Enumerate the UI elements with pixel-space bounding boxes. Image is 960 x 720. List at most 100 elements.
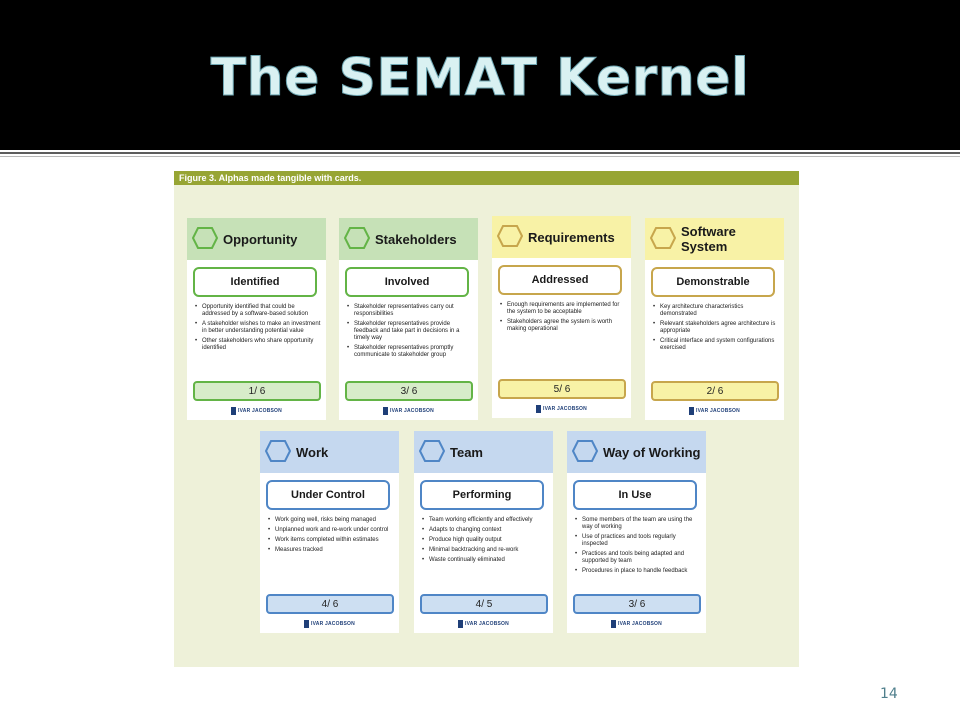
card-header: Work	[260, 431, 399, 473]
checklist-item: Relevant stakeholders agree architecture…	[653, 321, 779, 335]
alpha-card: Software SystemDemonstrableKey architect…	[645, 218, 784, 420]
card-progress: 3/ 6	[573, 594, 701, 614]
checklist-item: Stakeholder representatives promptly com…	[347, 345, 473, 359]
checklist-item: Produce high quality output	[422, 537, 548, 544]
checklist-item: Critical interface and system configurat…	[653, 338, 779, 352]
checklist-item: Minimal backtracking and re-work	[422, 547, 548, 554]
divider-line-thin	[0, 156, 960, 157]
card-checklist: Key architecture characteristics demonst…	[653, 304, 779, 355]
card-state: Performing	[420, 480, 544, 510]
ivar-jacobson-logo: IVAR JACOBSON	[567, 618, 706, 630]
checklist-item: Measures tracked	[268, 547, 394, 554]
logo-text: IVAR JACOBSON	[238, 408, 282, 414]
alpha-card: StakeholdersInvolvedStakeholder represen…	[339, 218, 478, 420]
logo-mark-icon	[458, 620, 464, 628]
logo-text: IVAR JACOBSON	[543, 406, 587, 412]
title-bar: The SEMAT Kernel	[0, 0, 960, 150]
checklist-item: Work going well, risks being managed	[268, 517, 394, 524]
logo-text: IVAR JACOBSON	[618, 621, 662, 627]
logo-mark-icon	[611, 620, 617, 628]
checklist-item: Stakeholders agree the system is worth m…	[500, 319, 626, 333]
alpha-card: Way of Working In UseSome members of the …	[567, 431, 706, 633]
alpha-card: RequirementsAddressedEnough requirements…	[492, 216, 631, 418]
checklist-item: Procedures in place to handle feedback	[575, 568, 701, 575]
card-checklist: Opportunity identified that could be add…	[195, 304, 321, 355]
ivar-jacobson-logo: IVAR JACOBSON	[339, 405, 478, 417]
alpha-icon	[497, 225, 523, 247]
card-state: Identified	[193, 267, 317, 297]
checklist-item: Use of practices and tools regularly ins…	[575, 534, 701, 548]
logo-text: IVAR JACOBSON	[696, 408, 740, 414]
card-checklist: Work going well, risks being managedUnpl…	[268, 517, 394, 557]
card-header: Way of Working	[567, 431, 706, 473]
alpha-card: TeamPerformingTeam working efficiently a…	[414, 431, 553, 633]
checklist-item: Unplanned work and re-work under control	[268, 527, 394, 534]
slide-title: The SEMAT Kernel	[210, 48, 750, 109]
card-title: Team	[450, 444, 483, 460]
alpha-icon	[344, 227, 370, 249]
alpha-icon	[265, 440, 291, 462]
checklist-item: Key architecture characteristics demonst…	[653, 304, 779, 318]
alpha-icon	[572, 440, 598, 462]
alpha-icon	[419, 440, 445, 462]
figure-alpha-cards: Figure 3. Alphas made tangible with card…	[174, 171, 799, 667]
alpha-icon	[192, 227, 218, 249]
checklist-item: Work items completed within estimates	[268, 537, 394, 544]
card-checklist: Enough requirements are implemented for …	[500, 302, 626, 336]
card-progress: 3/ 6	[345, 381, 473, 401]
logo-text: IVAR JACOBSON	[311, 621, 355, 627]
ivar-jacobson-logo: IVAR JACOBSON	[187, 405, 326, 417]
ivar-jacobson-logo: IVAR JACOBSON	[260, 618, 399, 630]
card-state: Involved	[345, 267, 469, 297]
logo-mark-icon	[383, 407, 389, 415]
ivar-jacobson-logo: IVAR JACOBSON	[414, 618, 553, 630]
checklist-item: A stakeholder wishes to make an investme…	[195, 321, 321, 335]
checklist-item: Enough requirements are implemented for …	[500, 302, 626, 316]
card-progress: 1/ 6	[193, 381, 321, 401]
card-title: Requirements	[528, 229, 615, 245]
checklist-item: Waste continually eliminated	[422, 557, 548, 564]
card-header: Team	[414, 431, 553, 473]
checklist-item: Stakeholder representatives carry out re…	[347, 304, 473, 318]
ivar-jacobson-logo: IVAR JACOBSON	[492, 403, 631, 415]
card-progress: 4/ 5	[420, 594, 548, 614]
card-state: Under Control	[266, 480, 390, 510]
card-title: Work	[296, 444, 329, 460]
card-progress: 4/ 6	[266, 594, 394, 614]
checklist-item: Opportunity identified that could be add…	[195, 304, 321, 318]
checklist-item: Team working efficiently and effectively	[422, 517, 548, 524]
ivar-jacobson-logo: IVAR JACOBSON	[645, 405, 784, 417]
logo-mark-icon	[689, 407, 695, 415]
card-header: Requirements	[492, 216, 631, 258]
card-header: Opportunity	[187, 218, 326, 260]
card-title: Software System	[681, 224, 736, 254]
logo-mark-icon	[536, 405, 542, 413]
logo-text: IVAR JACOBSON	[465, 621, 509, 627]
card-progress: 2/ 6	[651, 381, 779, 401]
card-checklist: Stakeholder representatives carry out re…	[347, 304, 473, 362]
divider-line	[0, 152, 960, 154]
card-checklist: Team working efficiently and effectively…	[422, 517, 548, 567]
card-title: Stakeholders	[375, 231, 457, 247]
logo-mark-icon	[231, 407, 237, 415]
logo-text: IVAR JACOBSON	[390, 408, 434, 414]
card-title: Way of Working	[603, 444, 701, 460]
alpha-card: OpportunityIdentifiedOpportunity identif…	[187, 218, 326, 420]
card-header: Software System	[645, 218, 784, 260]
figure-caption: Figure 3. Alphas made tangible with card…	[174, 171, 799, 185]
card-title: Opportunity	[223, 231, 298, 247]
checklist-item: Stakeholder representatives provide feed…	[347, 321, 473, 342]
card-checklist: Some members of the team are using the w…	[575, 517, 701, 578]
alpha-icon	[650, 227, 676, 249]
card-state: In Use	[573, 480, 697, 510]
checklist-item: Some members of the team are using the w…	[575, 517, 701, 531]
card-progress: 5/ 6	[498, 379, 626, 399]
checklist-item: Other stakeholders who share opportunity…	[195, 338, 321, 352]
checklist-item: Practices and tools being adapted and su…	[575, 551, 701, 565]
logo-mark-icon	[304, 620, 310, 628]
card-state: Addressed	[498, 265, 622, 295]
card-header: Stakeholders	[339, 218, 478, 260]
card-state: Demonstrable	[651, 267, 775, 297]
checklist-item: Adapts to changing context	[422, 527, 548, 534]
